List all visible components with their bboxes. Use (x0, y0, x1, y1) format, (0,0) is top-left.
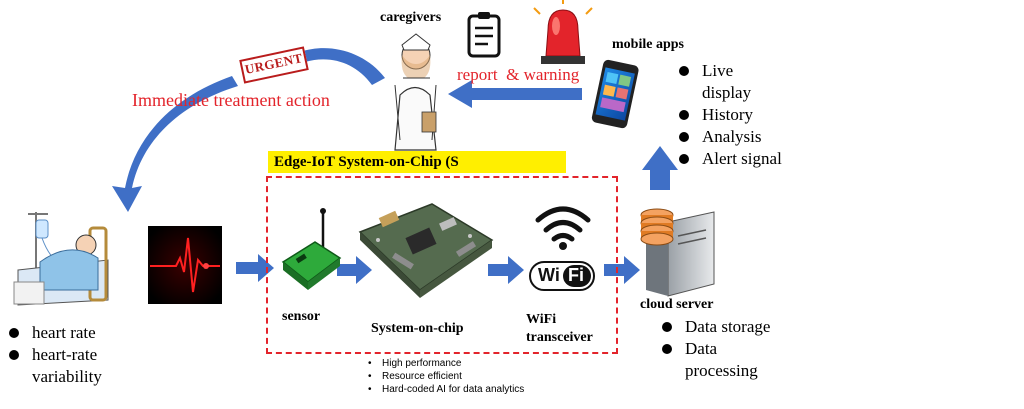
list-item: Alert signal (676, 148, 816, 170)
cloud-feature-list: Data storage Data processing (659, 316, 809, 382)
cloud-server-icon (640, 208, 715, 297)
soc-property-list: High performance Resource efficient Hard… (368, 357, 588, 396)
cloud-server-label: cloud server (640, 297, 714, 312)
list-item: Data storage (659, 316, 809, 338)
sensor-device-icon (281, 208, 342, 290)
list-item: History (676, 104, 816, 126)
list-item: heart-rate variability (6, 344, 128, 388)
patient-bed-icon (13, 212, 109, 306)
arrow-server-to-apps (642, 146, 678, 190)
arrow-ecg-to-sensor (236, 254, 274, 282)
list-item: Hard-coded AI for data analytics (368, 383, 588, 396)
list-item: Resource efficient (368, 370, 588, 383)
list-item: High performance (368, 357, 588, 370)
immediate-action-label: Immediate treatment action (132, 90, 330, 110)
report-clipboard-icon (467, 12, 501, 58)
caregivers-label: caregivers (380, 10, 442, 25)
arrow-sensor-to-soc (337, 256, 372, 284)
arrow-wifi-to-server (604, 256, 640, 284)
soc-board-icon (358, 203, 494, 298)
wifi-logo (529, 261, 595, 291)
mobile-apps-label: mobile apps (612, 37, 684, 52)
soc-banner: Edge-IoT System-on-Chip (S (268, 151, 566, 173)
list-item: Data processing (659, 338, 775, 382)
soc-label: System-on-chip (371, 321, 464, 336)
caregiver-nurse-icon (394, 33, 437, 151)
arrow-soc-to-wifi (488, 256, 524, 284)
sensor-label: sensor (282, 309, 321, 324)
ecg-signal-icon (148, 226, 222, 304)
mobile-app-feature-list: Live display History Analysis Alert sign… (676, 60, 816, 170)
wifi-label-line2: transceiver (526, 330, 593, 345)
arrow-phone-to-caregivers (448, 80, 582, 108)
list-item: heart rate (6, 322, 136, 344)
curved-arrow-to-urgent (300, 48, 385, 85)
patient-metric-list: heart rate heart-rate variability (6, 322, 136, 388)
wifi-logo-left-text: Wi (538, 265, 560, 285)
wifi-signal-icon (535, 206, 591, 242)
wifi-transceiver-label: WiFi transceiver (526, 311, 593, 347)
list-item: Analysis (676, 126, 816, 148)
smartphone-icon (591, 59, 639, 129)
wifi-label-line1: WiFi (526, 312, 557, 327)
report-warning-label: report & warning (457, 65, 580, 84)
soc-dashed-boundary (266, 176, 618, 354)
list-item: Live display (676, 60, 782, 104)
curved-arrow-to-patient (112, 76, 238, 212)
wifi-logo-right-text: Fi (568, 265, 584, 285)
alarm-siren-icon (533, 0, 593, 64)
